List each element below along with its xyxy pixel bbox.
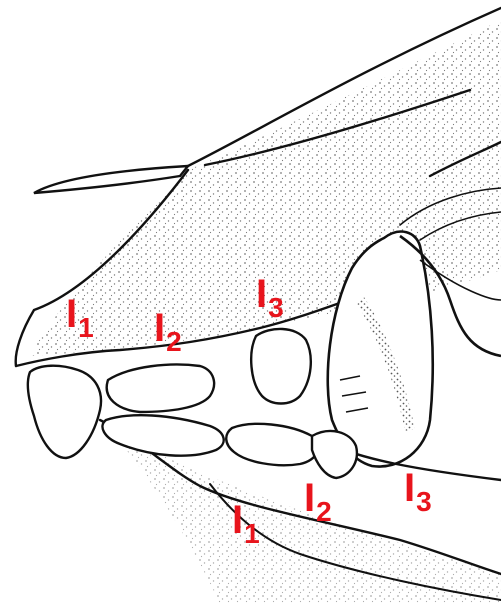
label-letter: I — [66, 292, 77, 336]
label-number: 1 — [244, 518, 260, 549]
label-letter: I — [154, 306, 165, 350]
label-upper-incisor-2: I2 — [154, 308, 182, 348]
label-upper-incisor-3: I3 — [256, 274, 284, 314]
label-number: 1 — [78, 312, 94, 343]
label-lower-incisor-2: I2 — [304, 478, 332, 518]
label-letter: I — [304, 476, 315, 520]
label-letter: I — [232, 498, 243, 542]
label-upper-incisor-1: I1 — [66, 294, 94, 334]
label-number: 3 — [268, 292, 284, 323]
label-number: 2 — [316, 496, 332, 527]
label-letter: I — [256, 272, 267, 316]
label-lower-incisor-1: I1 — [232, 500, 260, 540]
lower-incisors — [102, 415, 356, 478]
label-number: 2 — [166, 326, 182, 357]
label-letter: I — [404, 466, 415, 510]
label-lower-incisor-3: I3 — [404, 468, 432, 508]
label-number: 3 — [416, 486, 432, 517]
